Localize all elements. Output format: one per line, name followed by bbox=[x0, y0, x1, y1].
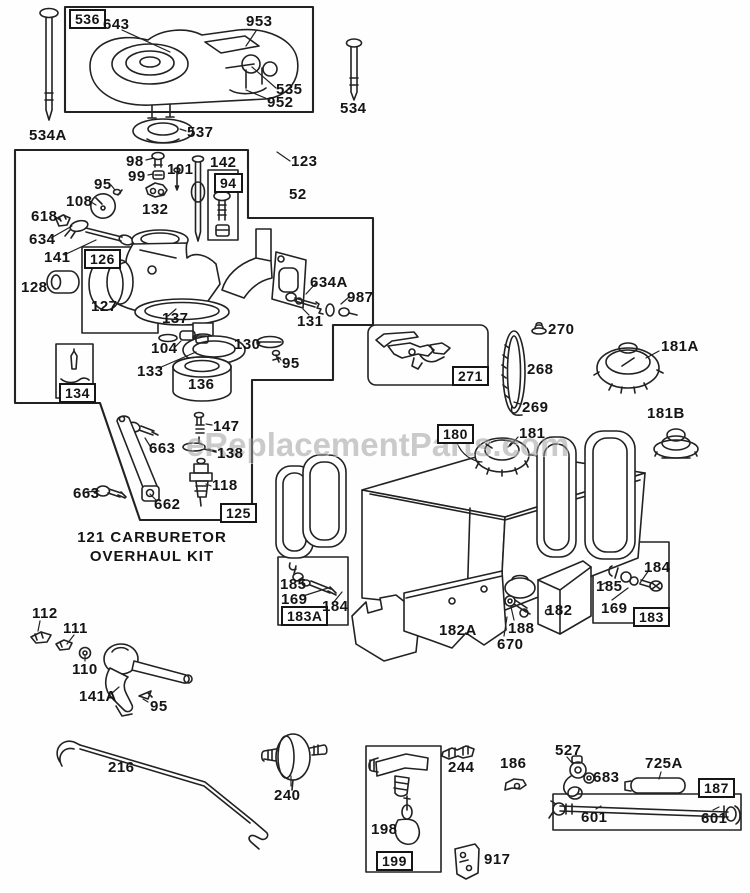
control-and-gauge-parts bbox=[375, 321, 699, 459]
part-label-101: 101 bbox=[167, 161, 194, 178]
part-label-137: 137 bbox=[162, 310, 189, 327]
watermark-text: eReplacementParts.com bbox=[186, 426, 570, 463]
air-cleaner-assembly bbox=[39, 7, 363, 144]
part-label-240: 240 bbox=[274, 787, 301, 804]
part-label-270: 270 bbox=[548, 321, 575, 338]
part-label-186: 186 bbox=[500, 755, 527, 772]
part-label-601: 601 bbox=[701, 810, 728, 827]
part-label-183: 183 bbox=[633, 607, 670, 627]
part-label-182a: 182A bbox=[439, 622, 477, 639]
fuel-valve-and-line bbox=[548, 755, 741, 825]
part-label-123: 123 bbox=[291, 153, 318, 170]
part-label-138: 138 bbox=[217, 445, 244, 462]
part-label-601: 601 bbox=[581, 809, 608, 826]
part-label-169: 169 bbox=[601, 600, 628, 617]
part-label-95: 95 bbox=[94, 176, 112, 193]
overhaul-kit-parts bbox=[60, 348, 217, 507]
part-label-663: 663 bbox=[149, 440, 176, 457]
part-label-183a: 183A bbox=[281, 606, 329, 626]
part-label-268: 268 bbox=[527, 361, 554, 378]
part-label-537: 537 bbox=[187, 124, 214, 141]
part-label-188: 188 bbox=[508, 620, 535, 637]
part-label-141a: 141A bbox=[79, 688, 117, 705]
part-label-141: 141 bbox=[44, 249, 71, 266]
tank-brackets-hardware bbox=[288, 560, 663, 662]
part-label-112: 112 bbox=[32, 605, 58, 622]
part-label-185: 185 bbox=[596, 578, 623, 595]
part-label-132: 132 bbox=[142, 201, 169, 218]
part-label-95: 95 bbox=[150, 698, 168, 715]
part-label-952: 952 bbox=[267, 94, 294, 111]
part-label-147: 147 bbox=[213, 418, 240, 435]
part-label-142: 142 bbox=[210, 154, 237, 171]
part-label-99: 99 bbox=[128, 168, 146, 185]
part-label-634a: 634A bbox=[310, 274, 348, 291]
part-label-643: 643 bbox=[103, 16, 130, 33]
part-label-185: 185 bbox=[280, 576, 307, 593]
part-label-94: 94 bbox=[214, 173, 243, 193]
leader-lines bbox=[37, 29, 720, 811]
part-label-663: 663 bbox=[73, 485, 100, 502]
part-label-98: 98 bbox=[126, 153, 144, 170]
part-label-104: 104 bbox=[151, 340, 178, 357]
part-label-181a: 181A bbox=[661, 338, 699, 355]
part-label-128: 128 bbox=[21, 279, 48, 296]
part-label-198: 198 bbox=[371, 821, 398, 838]
kit-note-line1: 121 CARBURETOR bbox=[77, 529, 227, 546]
part-label-216: 216 bbox=[108, 759, 135, 776]
part-label-181b: 181B bbox=[647, 405, 685, 422]
part-label-180: 180 bbox=[437, 424, 474, 444]
part-label-136: 136 bbox=[188, 376, 215, 393]
part-label-535: 535 bbox=[276, 81, 303, 98]
part-label-683: 683 bbox=[593, 769, 620, 786]
part-label-953: 953 bbox=[246, 13, 273, 30]
part-label-187: 187 bbox=[698, 778, 735, 798]
part-label-182: 182 bbox=[546, 602, 573, 619]
part-label-534: 534 bbox=[340, 100, 367, 117]
part-label-131: 131 bbox=[297, 313, 324, 330]
part-label-184: 184 bbox=[322, 598, 349, 615]
part-label-534a: 534A bbox=[29, 127, 67, 144]
part-label-618: 618 bbox=[31, 208, 58, 225]
part-label-917: 917 bbox=[484, 851, 511, 868]
part-label-52: 52 bbox=[289, 186, 307, 203]
part-label-199: 199 bbox=[376, 851, 413, 871]
section-boxes bbox=[13, 5, 742, 873]
part-label-108: 108 bbox=[66, 193, 93, 210]
governor-linkage-parts bbox=[30, 631, 328, 850]
part-label-134: 134 bbox=[59, 383, 96, 403]
part-label-987: 987 bbox=[347, 289, 374, 306]
part-label-111: 111 bbox=[63, 620, 88, 637]
part-label-184: 184 bbox=[644, 559, 671, 576]
part-label-169: 169 bbox=[281, 591, 308, 608]
part-label-670: 670 bbox=[497, 636, 524, 653]
part-label-127: 127 bbox=[91, 298, 118, 315]
part-label-725a: 725A bbox=[645, 755, 683, 772]
part-label-133: 133 bbox=[137, 363, 164, 380]
part-label-271: 271 bbox=[452, 366, 489, 386]
part-label-634: 634 bbox=[29, 231, 56, 248]
kit-note-line2: OVERHAUL KIT bbox=[89, 547, 215, 565]
carburetor-assembly bbox=[46, 151, 358, 402]
part-label-110: 110 bbox=[72, 661, 98, 678]
part-label-95: 95 bbox=[282, 355, 300, 372]
part-label-527: 527 bbox=[555, 742, 582, 759]
part-label-244: 244 bbox=[448, 759, 475, 776]
part-label-118: 118 bbox=[212, 477, 238, 494]
part-label-536: 536 bbox=[69, 9, 106, 29]
part-label-130: 130 bbox=[234, 336, 261, 353]
part-label-126: 126 bbox=[84, 249, 121, 269]
part-label-662: 662 bbox=[154, 496, 181, 513]
part-label-125: 125 bbox=[220, 503, 257, 523]
primer-and-fittings bbox=[368, 745, 527, 880]
kit-note: 121 CARBURETOR OVERHAUL KIT bbox=[52, 529, 252, 567]
part-label-269: 269 bbox=[522, 399, 549, 416]
part-label-181: 181 bbox=[519, 425, 546, 442]
